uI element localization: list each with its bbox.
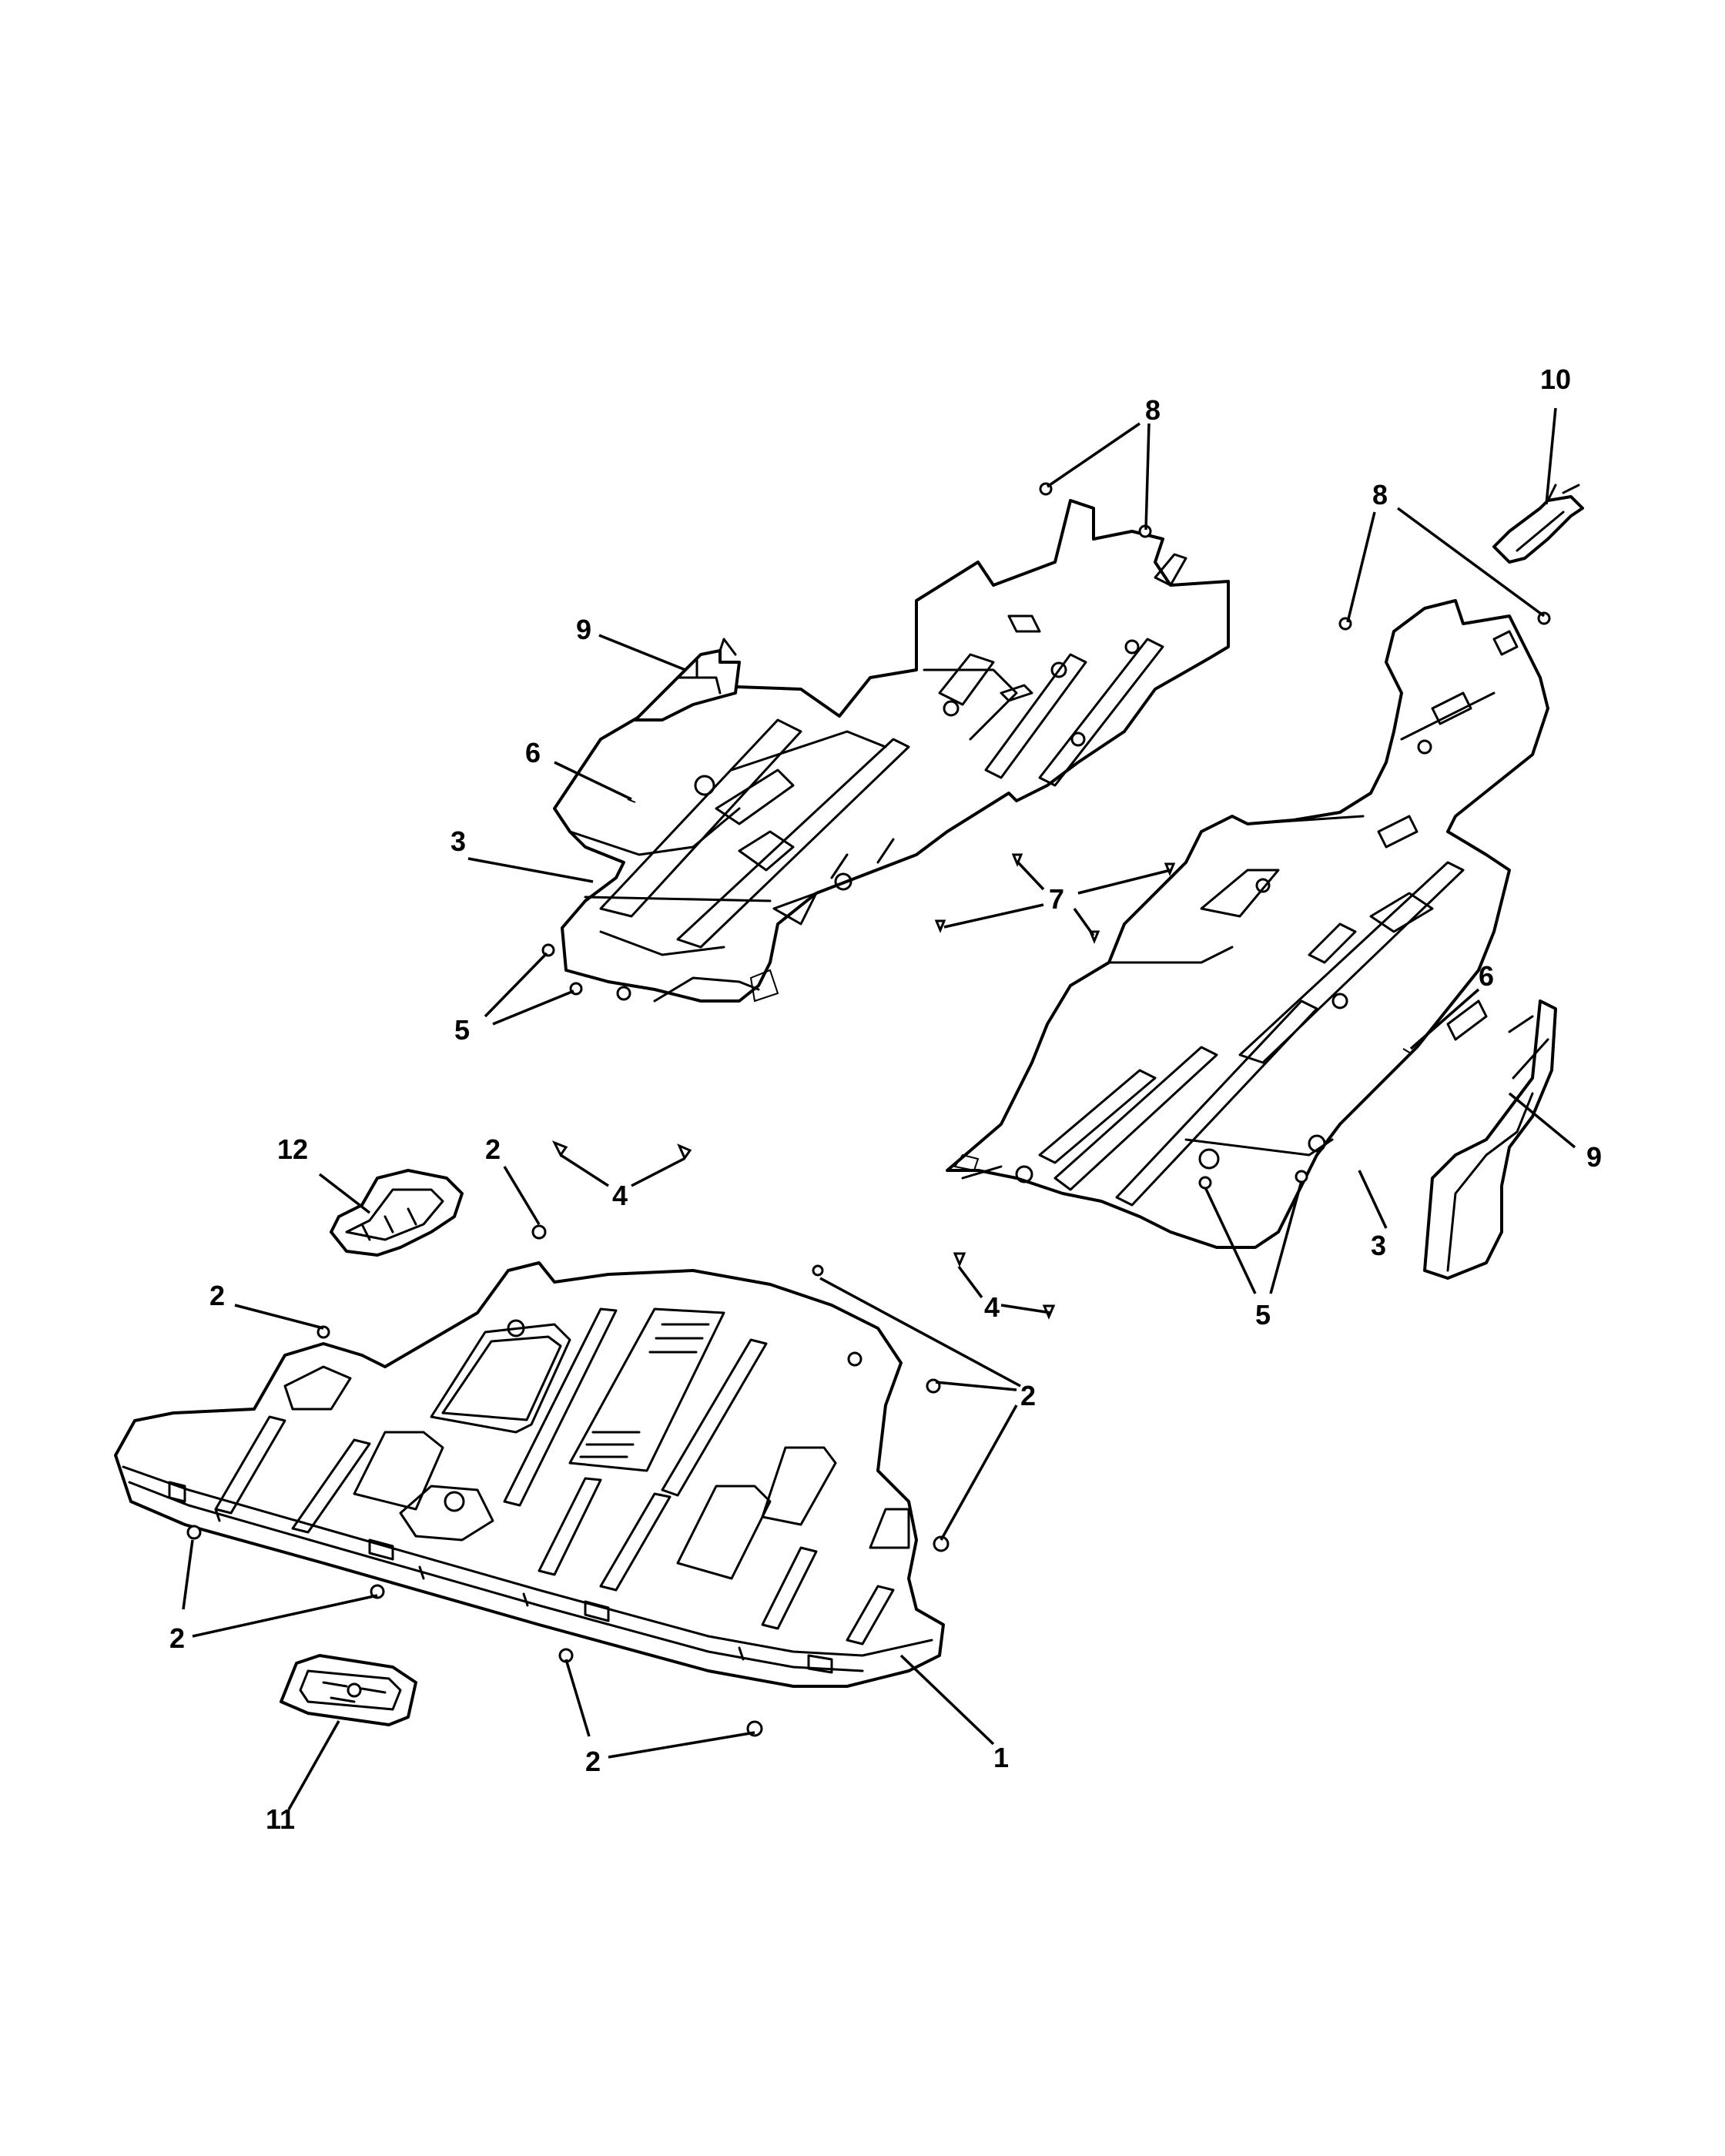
callout-5: 5 (454, 1014, 470, 1046)
callout-4: 4 (612, 1180, 628, 1211)
callout-3: 3 (451, 825, 466, 857)
bracket-right (1423, 999, 1557, 1280)
callout-1: 1 (993, 1742, 1009, 1773)
callout-12: 12 (277, 1133, 308, 1165)
center-skid-plate-right (946, 599, 1549, 1249)
callout-6: 6 (525, 737, 541, 768)
bracket-left (634, 638, 741, 721)
access-cover-lower (280, 1654, 417, 1726)
callout-10: 10 (1540, 363, 1571, 395)
callout-11: 11 (266, 1803, 295, 1835)
bracket-top-right (1492, 484, 1584, 564)
callout-2: 2 (1020, 1380, 1036, 1411)
callout-9: 9 (576, 614, 591, 645)
callout-4: 4 (984, 1291, 1000, 1323)
callout-5: 5 (1255, 1299, 1271, 1331)
leader-lines (182, 407, 1576, 1810)
callout-9: 9 (1586, 1141, 1602, 1173)
callout-3: 3 (1371, 1230, 1386, 1261)
callout-7: 7 (1049, 883, 1064, 915)
callout-2: 2 (209, 1280, 225, 1311)
callout-8: 8 (1145, 394, 1161, 426)
callout-8: 8 (1372, 479, 1388, 511)
center-skid-plate-left (553, 499, 1230, 1003)
callout-2: 2 (485, 1133, 501, 1165)
callout-6: 6 (1479, 960, 1494, 992)
access-cover-upper (330, 1169, 464, 1257)
callout-2: 2 (169, 1622, 185, 1654)
callout-2: 2 (585, 1746, 601, 1777)
front-skid-plate (114, 1261, 945, 1688)
callout-labels: 1 2 2 2 2 2 3 3 4 4 5 5 6 6 7 8 8 9 9 10… (169, 363, 1602, 1835)
